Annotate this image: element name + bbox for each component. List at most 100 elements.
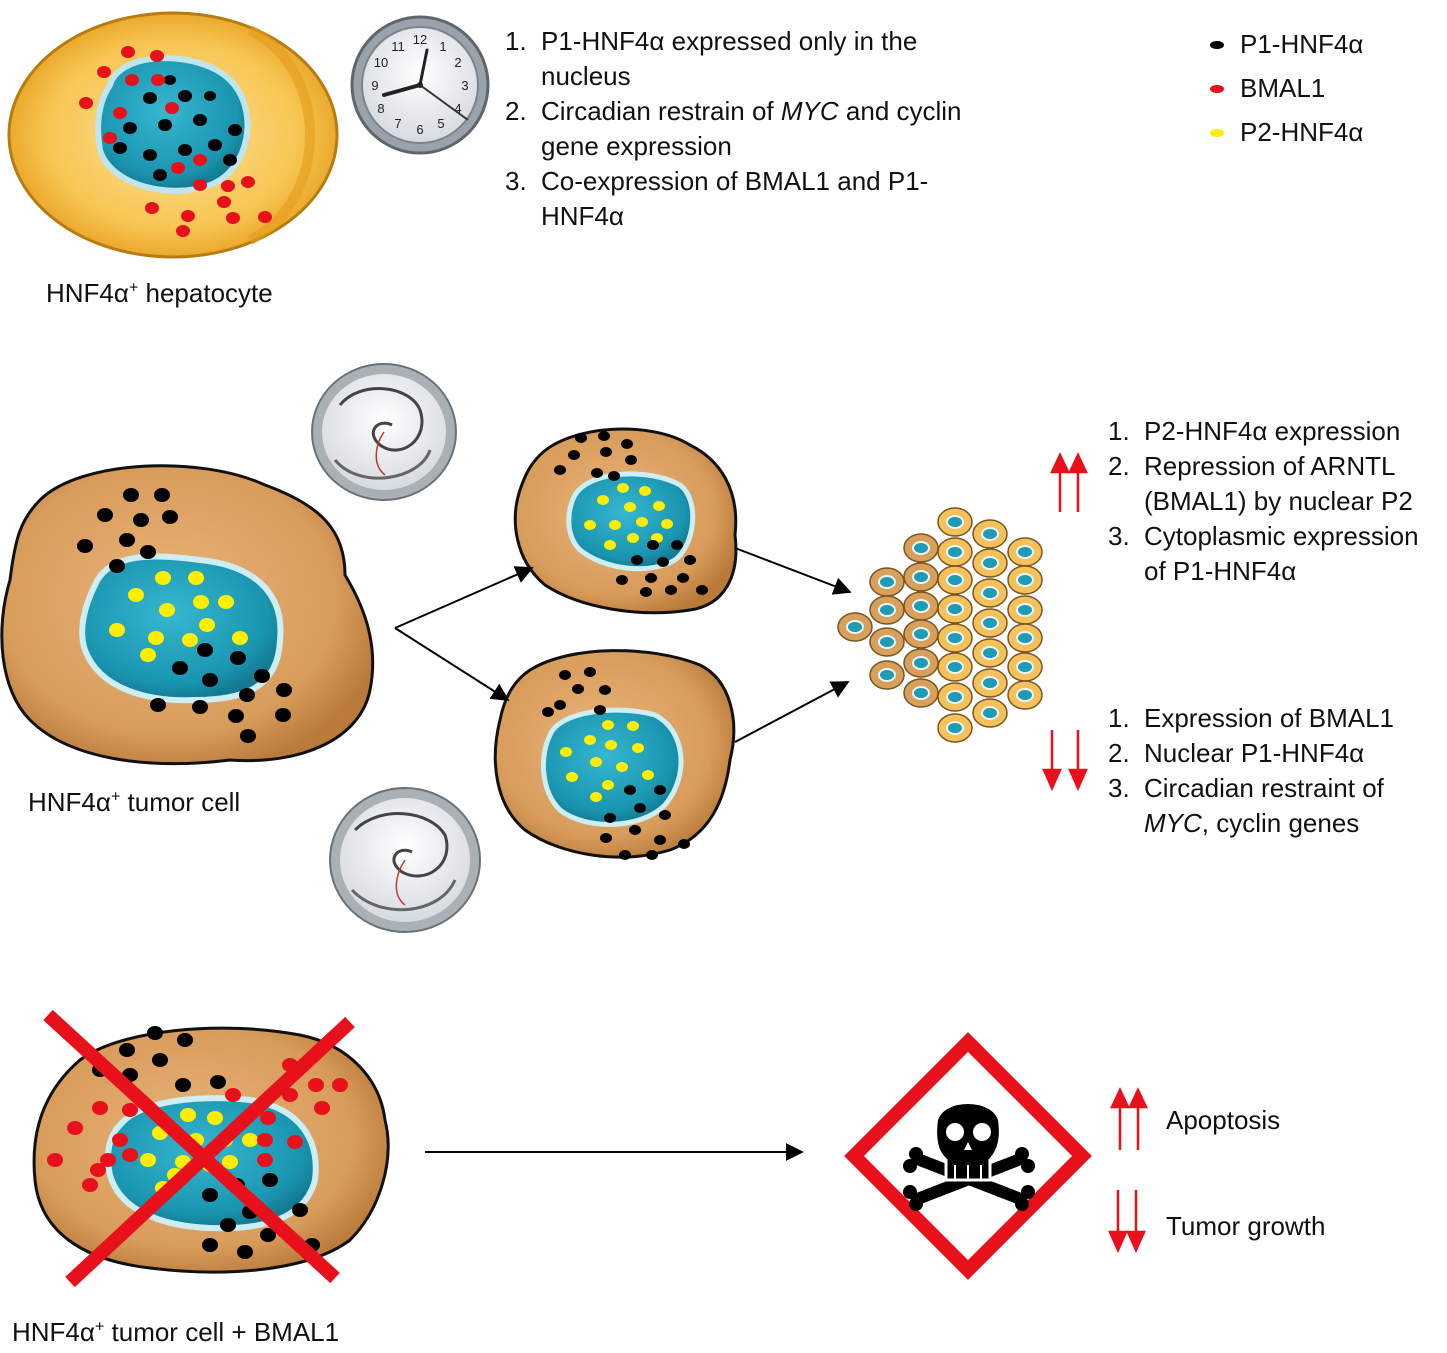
svg-text:12: 12 [413,32,427,47]
tumor-large-p2-dots [109,571,248,662]
legend-label: BMAL1 [1240,73,1326,103]
feature-item: 1. Expression of BMAL1 [1108,701,1394,736]
hepatocyte-p1-dots [113,75,242,181]
item-number: 3. [1108,521,1130,551]
item-number: 3. [1108,773,1130,803]
feature-item: 2. Nuclear P1-HNF4α [1108,736,1394,771]
item-number: 2. [1108,451,1130,481]
item-line: Expression of BMAL1 [1144,703,1395,733]
item-line: Circadian restrain of MYC and cyclin [541,96,962,126]
item-line: P1-HNF4α expressed only in the [541,26,918,56]
feature-item: 3. Cytoplasmic expression of P1-HNF4α [1108,519,1419,589]
feature-item: 3. Circadian restraint of MYC, cyclin ge… [1108,771,1394,841]
cluster-cell [972,638,1008,668]
feature-item: 2. Circadian restrain of MYC and cyclin … [505,94,962,164]
hepatocyte-bmal1-dots [79,46,272,237]
cluster-cell [937,652,973,682]
cluster-cell [972,519,1008,549]
distorted-clock-icon-top [311,363,457,501]
caption-sup: + [110,788,121,806]
svg-text:7: 7 [394,116,401,131]
cluster-cell [903,678,939,708]
tumor-cell-cluster [837,507,1043,743]
down-arrows-tumor [1042,730,1088,792]
cluster-cell [937,623,973,653]
hepatocyte-cell [7,11,339,259]
cluster-cell [869,567,905,597]
cluster-cell [903,648,939,678]
svg-text:6: 6 [416,122,423,137]
cluster-cell [1007,623,1043,653]
skull-crossbones-icon [844,1032,1092,1280]
item-line: MYC, cyclin genes [1144,808,1360,838]
cluster-cell [972,608,1008,638]
item-line: gene expression [541,131,732,161]
caption-text: tumor cell + BMAL1 [104,1317,340,1347]
svg-text:5: 5 [437,116,444,131]
legend-swatch [1210,41,1224,49]
cluster-cell [903,533,939,563]
hepatocyte-caption: HNF4α+ hepatocyte [46,277,273,309]
distorted-clock-icon-bottom [329,787,481,933]
item-line: P2-HNF4α expression [1144,416,1401,446]
tumor-down-features: 1. Expression of BMAL1 2. Nuclear P1-HNF… [1108,701,1394,841]
cluster-cell [869,595,905,625]
treated-caption: HNF4α+ tumor cell + BMAL1 [12,1316,339,1348]
svg-text:10: 10 [374,55,388,70]
svg-text:3: 3 [461,78,468,93]
legend-swatch [1210,129,1224,137]
cluster-cell [903,619,939,649]
cluster-cell [937,537,973,567]
cluster-cell [1007,652,1043,682]
item-line: (BMAL1) by nuclear P2 [1144,486,1413,516]
cluster-cell [1007,680,1043,710]
feature-item: 1. P1-HNF4α expressed only in the nucleu… [505,24,962,94]
caption-text: HNF4α [46,278,129,308]
caption-text: HNF4α [12,1317,95,1347]
svg-text:4: 4 [454,101,461,116]
cluster-cell [937,713,973,743]
item-line: Circadian restraint of [1144,773,1384,803]
cluster-cell [1007,565,1043,595]
svg-text:11: 11 [391,39,405,54]
item-number: 2. [505,96,527,126]
cluster-cell [972,668,1008,698]
legend-item-p2: P2-HNF4α [1210,116,1363,160]
item-line: Nuclear P1-HNF4α [1144,738,1365,768]
legend-item-bmal1: BMAL1 [1210,72,1363,116]
caption-sup: + [128,279,139,297]
legend-item-p1: P1-HNF4α [1210,28,1363,72]
legend-label: P1-HNF4α [1240,29,1364,59]
feature-item: 3. Co-expression of BMAL1 and P1- HNF4α [505,164,962,234]
cluster-cell [972,698,1008,728]
down-arrows-tumor-growth [1108,1190,1146,1254]
item-number: 1. [1108,703,1130,733]
item-line: Co-expression of BMAL1 and P1- [541,166,929,196]
item-line: of P1-HNF4α [1144,556,1297,586]
cluster-cell [937,682,973,712]
caption-text: hepatocyte [138,278,273,308]
feature-item: 1. P2-HNF4α expression [1108,414,1419,449]
caption-sup: + [94,1318,105,1336]
cluster-cell [972,578,1008,608]
item-line: Cytoplasmic expression [1144,521,1419,551]
cluster-cell [937,594,973,624]
cluster-cell [869,660,905,690]
item-line: nucleus [541,61,631,91]
item-number: 1. [1108,416,1130,446]
tumor-up-features: 1. P2-HNF4α expression 2. Repression of … [1108,414,1419,589]
cluster-cell [903,591,939,621]
item-line: HNF4α [541,201,624,231]
cluster-cell [903,562,939,592]
tumor-cell-small-top [513,427,738,615]
feature-item: 2. Repression of ARNTL (BMAL1) by nuclea… [1108,449,1419,519]
item-number: 3. [505,166,527,196]
tumor-cell-bmal1 [32,1009,390,1288]
tumor-cell-small-bottom [493,649,736,860]
svg-text:8: 8 [377,101,384,116]
svg-text:2: 2 [454,55,461,70]
item-line: Repression of ARNTL [1144,451,1396,481]
cluster-cell [1007,537,1043,567]
